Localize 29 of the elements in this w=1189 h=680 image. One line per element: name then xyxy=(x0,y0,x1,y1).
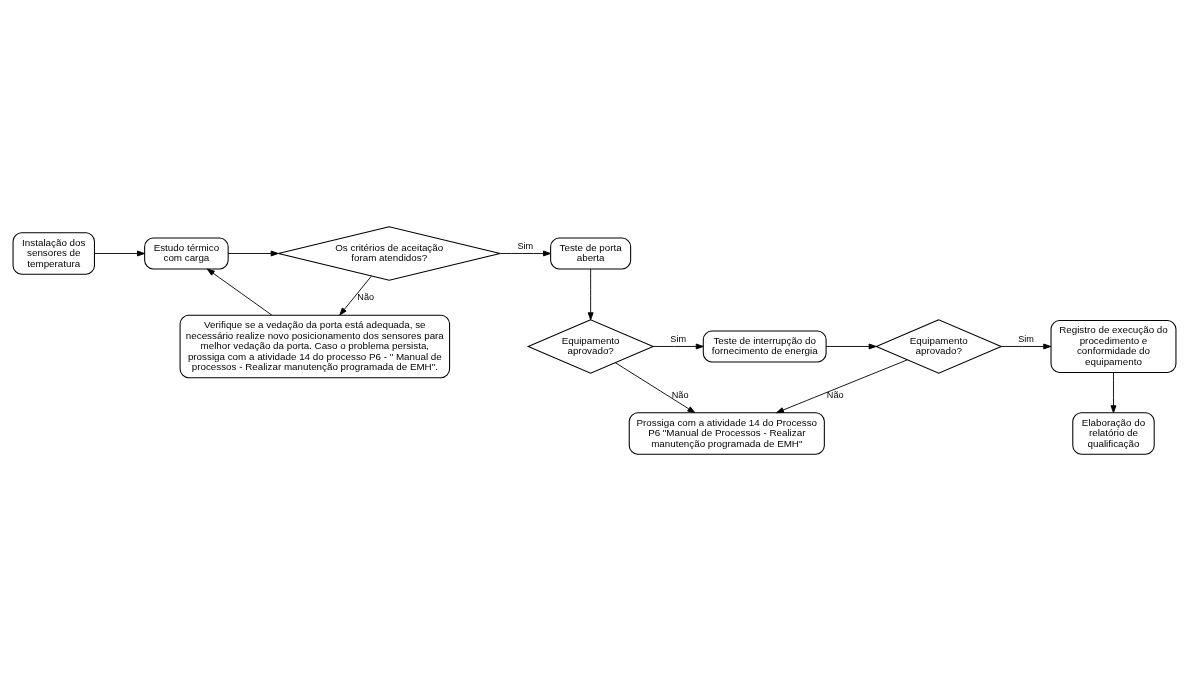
node-box: Elaboração do relatório de qualificação xyxy=(1072,411,1155,455)
arrow xyxy=(587,268,594,320)
arrow xyxy=(652,343,704,349)
node-box: Estudo térmico com carga xyxy=(144,237,229,269)
node-diamond: Os critérios de aceitação foram atendidos? xyxy=(277,225,501,281)
node-box: Teste de porta aberta xyxy=(550,237,632,269)
node-diamond: Equipamento aprovado? xyxy=(874,318,1003,374)
node-box: Registro de execução do procedimento e conformidade do equipamento xyxy=(1050,319,1177,373)
node-box: Instalação dos sensores de temperatura xyxy=(12,231,95,275)
arrow xyxy=(94,250,145,256)
edge-label: Sim xyxy=(670,333,687,344)
edge-label: Não xyxy=(826,389,844,400)
arrow xyxy=(1110,371,1117,413)
arrow xyxy=(227,250,279,256)
node-box: Teste de interrupção do fornecimento de energia xyxy=(702,330,827,362)
arrow xyxy=(614,361,696,413)
node-box: Verifique se a vedação da porta está adequada, se necessário realize novo posicionamento dos sensores para melhor vedação da porta. Caso o problema persista, prossiga com a atividade 14 do processo P6 - " Manual de processos - Realizar manutenção programada de EMH". xyxy=(179,314,451,378)
edge-label: Não xyxy=(671,389,689,400)
arrow xyxy=(206,268,273,316)
edge-label: Não xyxy=(357,291,375,302)
arrow xyxy=(825,343,877,349)
arrow xyxy=(339,275,372,315)
arrow xyxy=(499,250,551,256)
arrow xyxy=(776,358,908,413)
node-box: Prossiga com a atividade 14 do Processo P6 "Manual de Processos - Realizar manutenção programada de EMH" xyxy=(628,411,825,455)
edge-label: Sim xyxy=(1018,333,1034,344)
arrow xyxy=(1000,343,1052,349)
edge-label: Sim xyxy=(517,240,534,251)
node-diamond: Equipamento aprovado? xyxy=(526,318,655,374)
